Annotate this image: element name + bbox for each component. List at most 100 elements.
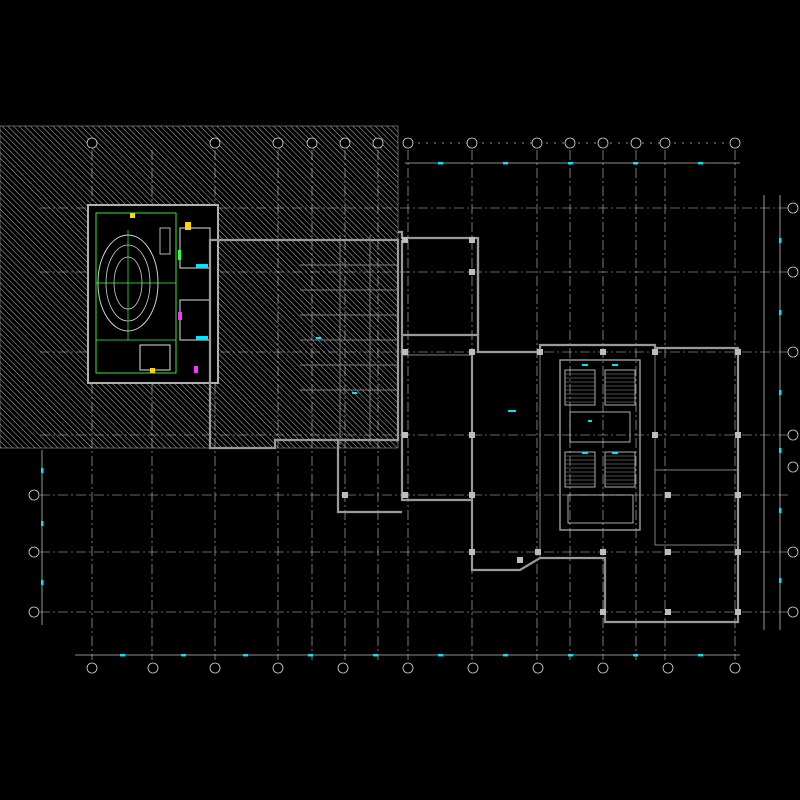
axis-bubble-circle bbox=[564, 137, 576, 149]
axis-bubble-circle bbox=[597, 137, 609, 149]
top-axis-bubble bbox=[531, 137, 543, 149]
dimension-tick bbox=[438, 654, 443, 657]
column bbox=[402, 492, 408, 498]
column bbox=[665, 549, 671, 555]
dimension-tick bbox=[438, 162, 443, 165]
bottom-axis-bubble bbox=[402, 662, 414, 674]
bottom-axis-bubble bbox=[337, 662, 349, 674]
bottom-axis-bubble bbox=[597, 662, 609, 674]
dimension-tick bbox=[779, 448, 782, 453]
bottom-axis-bubble bbox=[272, 662, 284, 674]
column bbox=[735, 609, 741, 615]
axis-bubble-circle bbox=[597, 662, 609, 674]
right-axis-bubble bbox=[787, 346, 799, 358]
axis-bubble-circle bbox=[467, 662, 479, 674]
dimension-tick bbox=[41, 468, 44, 473]
column bbox=[469, 349, 475, 355]
column bbox=[402, 349, 408, 355]
column bbox=[342, 492, 348, 498]
dimension-tick bbox=[41, 521, 44, 526]
axis-bubble-circle bbox=[86, 137, 98, 149]
axis-bubble-circle bbox=[787, 546, 799, 558]
bottom-axis-bubble bbox=[86, 662, 98, 674]
dimension-tick bbox=[308, 654, 313, 657]
column bbox=[600, 609, 606, 615]
dimension-tick bbox=[181, 654, 186, 657]
axis-bubble-circle bbox=[787, 202, 799, 214]
axis-bubble-circle bbox=[28, 546, 40, 558]
top-axis-bubble bbox=[597, 137, 609, 149]
dimension-tick bbox=[568, 654, 573, 657]
axis-bubble-circle bbox=[306, 137, 318, 149]
bottom-axis-bubble bbox=[729, 662, 741, 674]
axis-bubble-circle bbox=[28, 489, 40, 501]
axis-bubble-circle bbox=[787, 429, 799, 441]
axis-bubble-circle bbox=[787, 266, 799, 278]
column bbox=[735, 549, 741, 555]
axis-bubble-circle bbox=[729, 662, 741, 674]
top-hatched-axis-bubble bbox=[306, 137, 318, 149]
axis-bubble-circle bbox=[787, 606, 799, 618]
top-axis-bubble bbox=[729, 137, 741, 149]
top-hatched-axis-bubble bbox=[372, 137, 384, 149]
right-axis-bubble bbox=[787, 461, 799, 473]
top-hatched-axis-bubble bbox=[272, 137, 284, 149]
room-tags bbox=[316, 337, 618, 454]
left-axis-bubble bbox=[28, 489, 40, 501]
axis-bubble-circle bbox=[659, 137, 671, 149]
axis-bubble-circle bbox=[337, 662, 349, 674]
column bbox=[469, 237, 475, 243]
axis-bubble-circle bbox=[339, 137, 351, 149]
dimension-tick bbox=[779, 310, 782, 315]
bottom-axis-bubble bbox=[147, 662, 159, 674]
bottom-axis-bubble bbox=[209, 662, 221, 674]
axis-bubble-circle bbox=[729, 137, 741, 149]
dimension-tick bbox=[373, 654, 378, 657]
top-hatched-axis-bubble bbox=[209, 137, 221, 149]
dimension-tick bbox=[779, 508, 782, 513]
right-axis-bubble bbox=[787, 606, 799, 618]
axis-bubble-circle bbox=[466, 137, 478, 149]
top-hatched-axis-bubble bbox=[339, 137, 351, 149]
axis-bubbles bbox=[28, 137, 799, 674]
dimension-tick bbox=[698, 654, 703, 657]
column bbox=[600, 349, 606, 355]
dimension-tick bbox=[41, 580, 44, 585]
column bbox=[402, 432, 408, 438]
axis-bubble-circle bbox=[531, 137, 543, 149]
column bbox=[652, 349, 658, 355]
column bbox=[665, 609, 671, 615]
top-hatched-axis-bubble bbox=[86, 137, 98, 149]
dimension-tick bbox=[698, 162, 703, 165]
left-axis-bubble bbox=[28, 546, 40, 558]
column bbox=[665, 492, 671, 498]
left-axis-bubble bbox=[28, 606, 40, 618]
dimension-tick bbox=[779, 238, 782, 243]
column bbox=[735, 349, 741, 355]
column bbox=[735, 432, 741, 438]
axis-bubble-circle bbox=[402, 662, 414, 674]
axis-bubble-circle bbox=[209, 137, 221, 149]
axis-bubble-circle bbox=[272, 137, 284, 149]
bottom-axis-bubble bbox=[532, 662, 544, 674]
top-axis-bubble bbox=[564, 137, 576, 149]
axis-bubble-circle bbox=[209, 662, 221, 674]
axis-bubble-circle bbox=[532, 662, 544, 674]
auditorium-detail bbox=[87, 204, 219, 384]
column bbox=[469, 549, 475, 555]
bottom-axis-bubble bbox=[662, 662, 674, 674]
axis-bubble-circle bbox=[787, 461, 799, 473]
column bbox=[517, 557, 523, 563]
axis-bubble-circle bbox=[402, 137, 414, 149]
column bbox=[469, 492, 475, 498]
column bbox=[469, 432, 475, 438]
column bbox=[469, 269, 475, 275]
column bbox=[402, 237, 408, 243]
right-axis-bubble bbox=[787, 202, 799, 214]
structural-columns bbox=[342, 237, 741, 615]
dimension-tick bbox=[633, 162, 638, 165]
building-walls bbox=[336, 230, 740, 624]
axis-bubble-circle bbox=[147, 662, 159, 674]
dimension-tick bbox=[503, 162, 508, 165]
